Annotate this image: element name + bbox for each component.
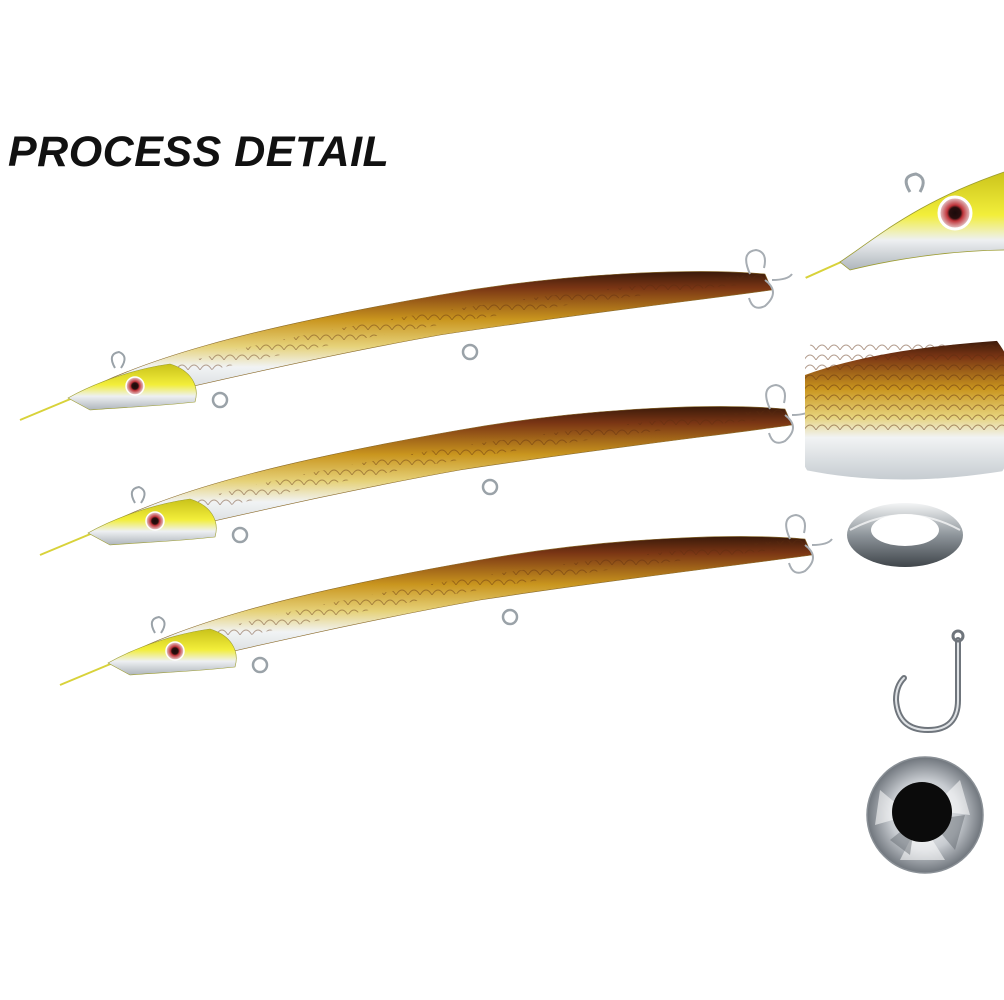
scale-closeup bbox=[805, 340, 1004, 480]
eye-3d bbox=[866, 756, 984, 874]
lure-1 bbox=[18, 248, 794, 422]
lure-2 bbox=[38, 383, 814, 557]
head-closeup bbox=[790, 120, 1004, 320]
page-title: PROCESS DETAIL bbox=[8, 128, 390, 176]
split-ring bbox=[847, 503, 963, 567]
hook bbox=[892, 629, 965, 734]
